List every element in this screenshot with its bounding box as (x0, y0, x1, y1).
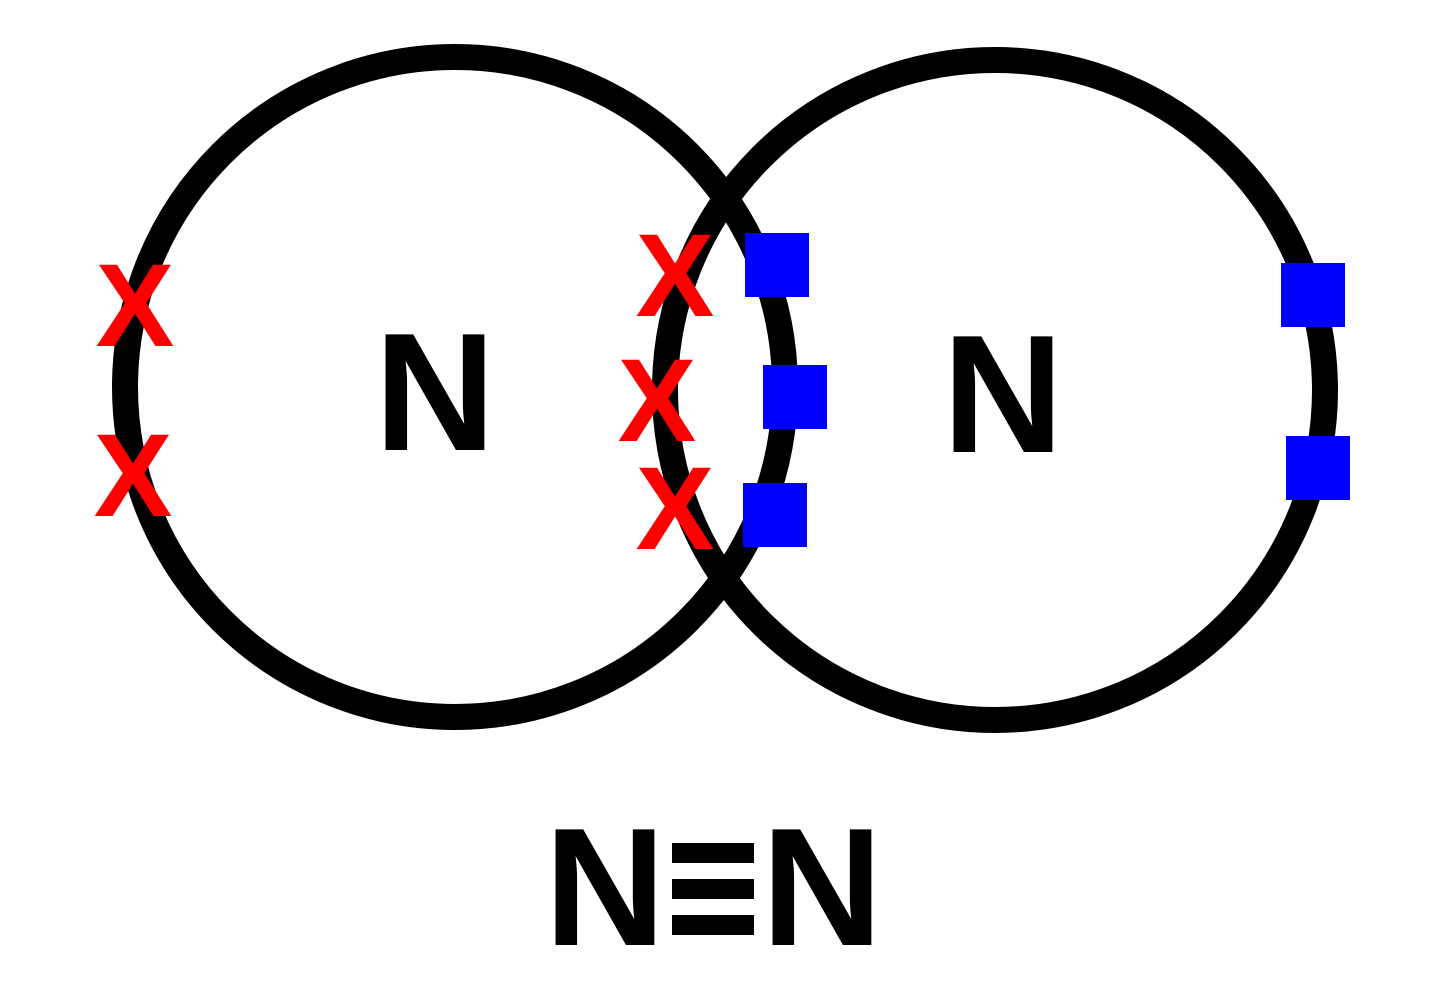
right-atom-shell (652, 47, 1338, 733)
right-electron-square-icon (745, 233, 809, 297)
left-atom-symbol: N (374, 298, 495, 486)
bond-line-middle (672, 879, 754, 899)
structural-formula: N N (544, 793, 882, 981)
bond-line-top (672, 843, 754, 863)
right-electron-square-icon (1281, 263, 1345, 327)
left-electron-cross-icon: X (636, 443, 715, 575)
left-electron-cross-icon: X (94, 410, 173, 542)
right-electron-square-icon (1286, 436, 1350, 500)
formula-left-atom: N (544, 793, 665, 981)
right-electron-square-icon (763, 365, 827, 429)
right-electron-square-icon (743, 483, 807, 547)
left-electron-cross-icon: X (636, 210, 715, 342)
left-electron-cross-icon: X (618, 335, 697, 467)
right-atom-symbol: N (942, 300, 1063, 488)
formula-right-atom: N (761, 793, 882, 981)
left-electron-cross-icon: X (96, 240, 175, 372)
triple-bond-icon (672, 843, 754, 935)
right-atom-electrons (743, 233, 1350, 547)
bond-line-bottom (672, 915, 754, 935)
